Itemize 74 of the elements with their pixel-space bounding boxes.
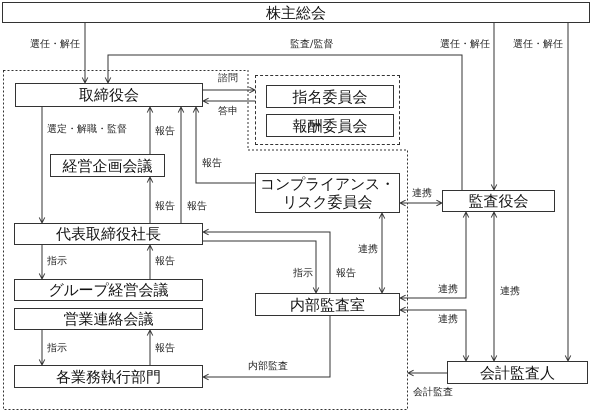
edge-label: 連携 [358, 244, 378, 256]
arrow [202, 228, 330, 294]
arrow [490, 22, 498, 190]
node-label: 経営企画会議 [62, 156, 154, 174]
edge-label: 報告 [202, 158, 222, 170]
edge-label: 連携 [438, 284, 458, 296]
process-box [14, 308, 203, 330]
node-label: 指名委員会 [292, 88, 368, 106]
edge-label: 選定・解職・監督 [47, 124, 127, 136]
process-box [50, 154, 165, 177]
arrow [400, 212, 470, 302]
arrow [400, 306, 470, 362]
edge-label: 報告 [155, 343, 175, 355]
process-box [442, 190, 555, 212]
edge-label: 指示 [47, 343, 67, 355]
node-label: 営業連絡会議 [62, 310, 154, 328]
arrow [38, 330, 46, 366]
process-box [266, 114, 394, 137]
edge-label: 連携 [438, 314, 458, 326]
arrow [104, 54, 462, 190]
edge-label: 報告 [155, 126, 175, 138]
node-label: グループ経営会議 [48, 281, 170, 299]
edge-label: 報告 [336, 268, 356, 280]
group-boundary [255, 75, 400, 145]
arrow [82, 22, 88, 84]
arrow [202, 86, 256, 94]
arrow [178, 106, 184, 224]
node-label: コンプライアンス・リスク委員会 [259, 175, 396, 211]
process-box [447, 361, 588, 384]
arrow [146, 244, 154, 280]
process-box [15, 83, 203, 107]
process-box [255, 293, 400, 316]
node-label: 各業務執行部門 [55, 368, 162, 386]
arrow [192, 106, 256, 184]
arrow [490, 212, 498, 362]
process-box [266, 85, 394, 108]
node-label: 報酬委員会 [292, 116, 368, 134]
arrow [400, 200, 442, 206]
process-box [14, 365, 203, 388]
edge-label: 諮問 [218, 73, 238, 85]
arrow [564, 22, 572, 362]
edge-label: 監査/監督 [290, 39, 334, 51]
edge-label: 選任・解任 [513, 39, 563, 51]
edge-label: 選任・解任 [30, 39, 80, 51]
arrow [38, 106, 46, 224]
edge-label: 連携 [412, 188, 432, 200]
arrow [408, 370, 448, 376]
process-box [2, 2, 590, 23]
node-label: 会計監査人 [479, 364, 556, 382]
edge-label: 答申 [218, 106, 238, 118]
edge-label: 指示 [47, 256, 67, 268]
edge-label: 内部監査 [248, 361, 288, 373]
arrow [38, 244, 46, 280]
node-label: 取締役会 [78, 86, 140, 104]
edge-label: 報告 [155, 201, 175, 213]
edge-label: 指示 [293, 268, 313, 280]
node-label: 代表取締役社長 [55, 225, 162, 243]
arrow [202, 316, 330, 380]
edge-label: 連携 [500, 286, 520, 298]
arrow [146, 176, 154, 224]
process-box [14, 223, 203, 245]
edge-label: 会計監査 [413, 387, 453, 399]
node-label: 株主総会 [265, 4, 327, 22]
process-box [14, 279, 203, 301]
arrow [378, 212, 386, 294]
edge-label: 選任・解任 [440, 39, 490, 51]
arrow [202, 240, 320, 294]
node-label: 監査役会 [468, 192, 530, 210]
arrow [146, 106, 154, 154]
edge-label: 報告 [187, 201, 207, 213]
arrow [146, 330, 154, 366]
node-label: 内部監査室 [289, 296, 366, 314]
edge-label: 報告 [155, 256, 175, 268]
arrow [202, 98, 256, 104]
